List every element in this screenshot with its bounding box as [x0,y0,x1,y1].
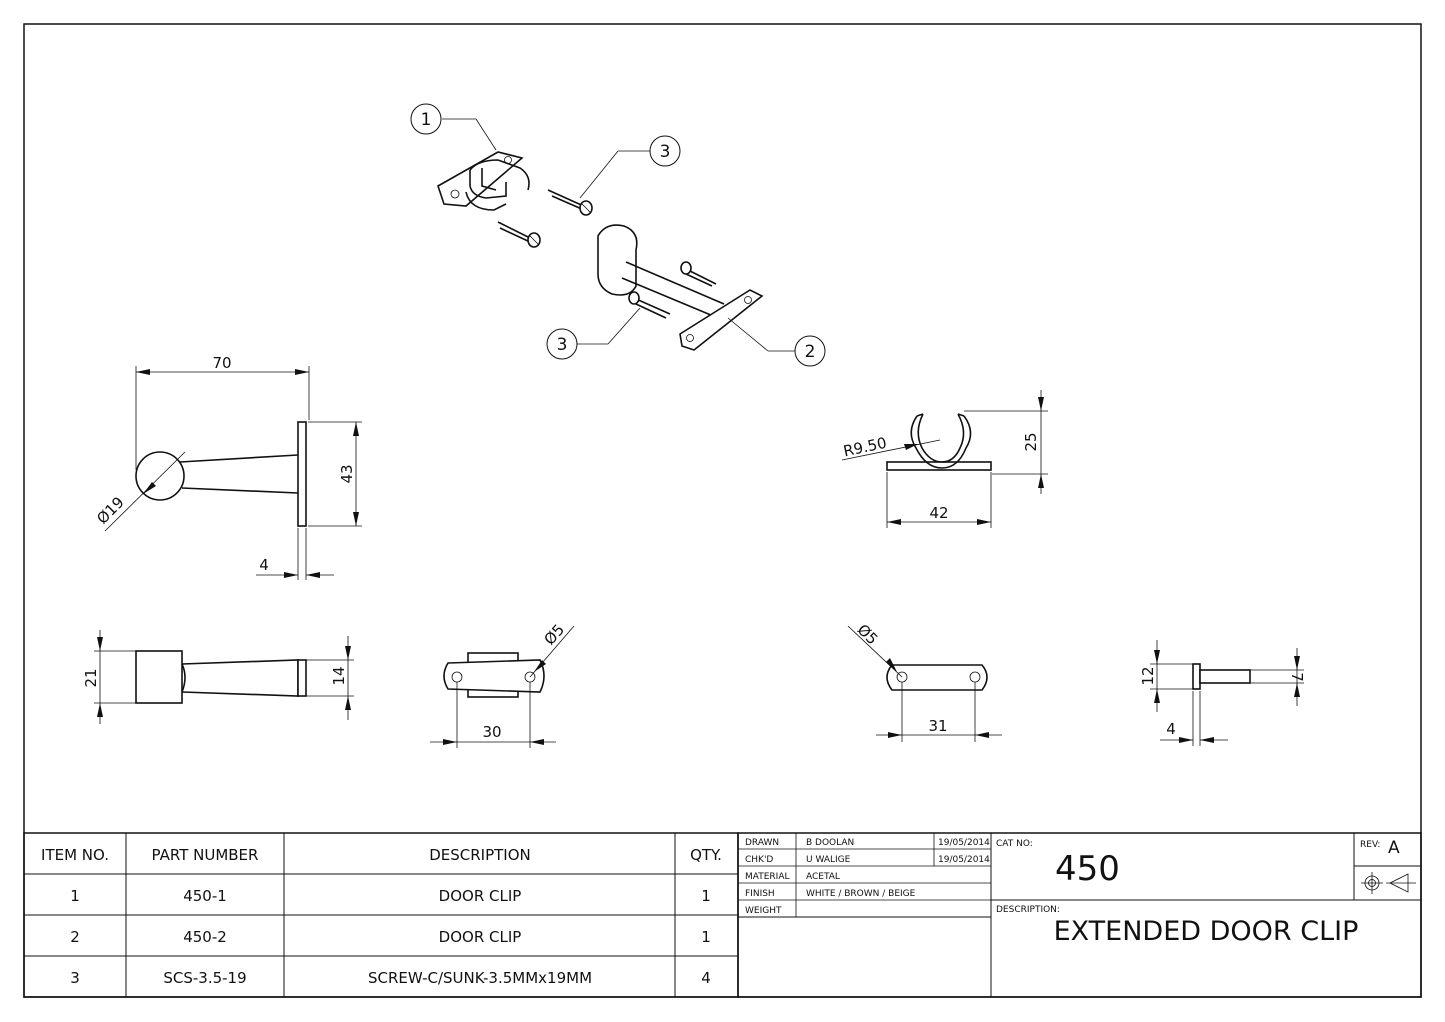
dim-stop-tip: 14 [330,666,348,685]
dim-end-pin: 7 [1288,672,1306,682]
balloon-3b-text: 3 [557,335,568,355]
isometric-view [437,151,764,351]
description-value: EXTENDED DOOR CLIP [1054,916,1359,947]
clip-plan-view: Ø5 30 [430,621,575,748]
checked-label: CHK'D [745,855,773,865]
dim-plate-thickness: 4 [259,556,269,574]
bom-row-2-qty: 1 [701,928,711,946]
material-value: ACETAL [806,872,840,882]
stop-top-view: 21 14 [82,630,354,724]
bom-row-1-part: 450-1 [183,887,227,905]
bom-table: ITEM NO. PART NUMBER DESCRIPTION QTY. 1 … [23,832,739,998]
bom-row-2-item: 2 [70,928,80,946]
dim-clip-height: 25 [1022,432,1040,451]
bom-row-1-desc: DOOR CLIP [439,887,522,905]
bom-row-3-item: 3 [70,969,80,987]
balloon-1-text: 1 [421,110,432,130]
drawn-date: 19/05/2014 [938,838,990,848]
dim-clip-spacing: 30 [482,723,501,741]
balloon-3a-text: 3 [660,142,671,162]
clip-front-view: R9.50 25 42 [842,390,1048,528]
dim-clip-width: 42 [929,504,948,522]
drawn-label: DRAWN [745,838,779,848]
projection-symbol-icon [1361,872,1416,894]
material-label: MATERIAL [745,872,790,882]
description-label: DESCRIPTION: [996,905,1060,915]
dim-clip-radius: R9.50 [842,434,889,461]
stop-plate-plan-view: Ø5 31 [847,621,1002,742]
cat-number: 450 [1055,849,1120,889]
bom-row-1-item: 1 [70,887,80,905]
checked-name: U WALIGE [806,855,851,865]
checked-date: 19/05/2014 [938,855,990,865]
bom-header-desc: DESCRIPTION [429,846,531,864]
finish-value: WHITE / BROWN / BEIGE [806,889,916,899]
bom-row-3-qty: 4 [701,969,711,987]
dim-end-thickness: 4 [1166,720,1176,738]
finish-label: FINISH [745,889,775,899]
dim-clip-hole: Ø5 [540,621,568,649]
bom-header-qty: QTY. [690,846,722,864]
balloon-3a: 3 [579,135,681,199]
dim-plate-height: 43 [338,464,356,483]
dim-plate-hole: Ø5 [854,621,882,649]
side-view: 70 43 Ø19 4 [93,354,362,580]
end-view: 12 7 4 [1139,640,1306,746]
rev-label: REV: [1360,840,1380,850]
rev-value: A [1388,838,1400,858]
weight-label: WEIGHT [745,906,782,916]
drawn-name: B DOOLAN [806,838,854,848]
balloon-1: 1 [410,103,497,151]
balloon-2: 2 [727,317,826,367]
cat-label: CAT NO: [996,839,1033,849]
bom-header-item: ITEM NO. [41,846,109,864]
balloon-3b: 3 [546,307,641,360]
bom-row-2-part: 450-2 [183,928,227,946]
title-block: DRAWN B DOOLAN 19/05/2014 CHK'D U WALIGE… [737,832,1422,998]
dim-plate-spacing: 31 [928,717,947,735]
bom-row-3-part: SCS-3.5-19 [163,969,246,987]
bom-header-part: PART NUMBER [152,846,259,864]
dim-length: 70 [212,354,231,372]
dim-stop-height: 21 [82,668,100,687]
dim-end-height: 12 [1139,666,1157,685]
bom-row-1-qty: 1 [701,887,711,905]
bom-row-2-desc: DOOR CLIP [439,928,522,946]
balloon-2-text: 2 [805,342,816,362]
dim-ball-dia: Ø19 [93,493,128,528]
bom-row-3-desc: SCREW-C/SUNK-3.5MMx19MM [368,969,592,987]
